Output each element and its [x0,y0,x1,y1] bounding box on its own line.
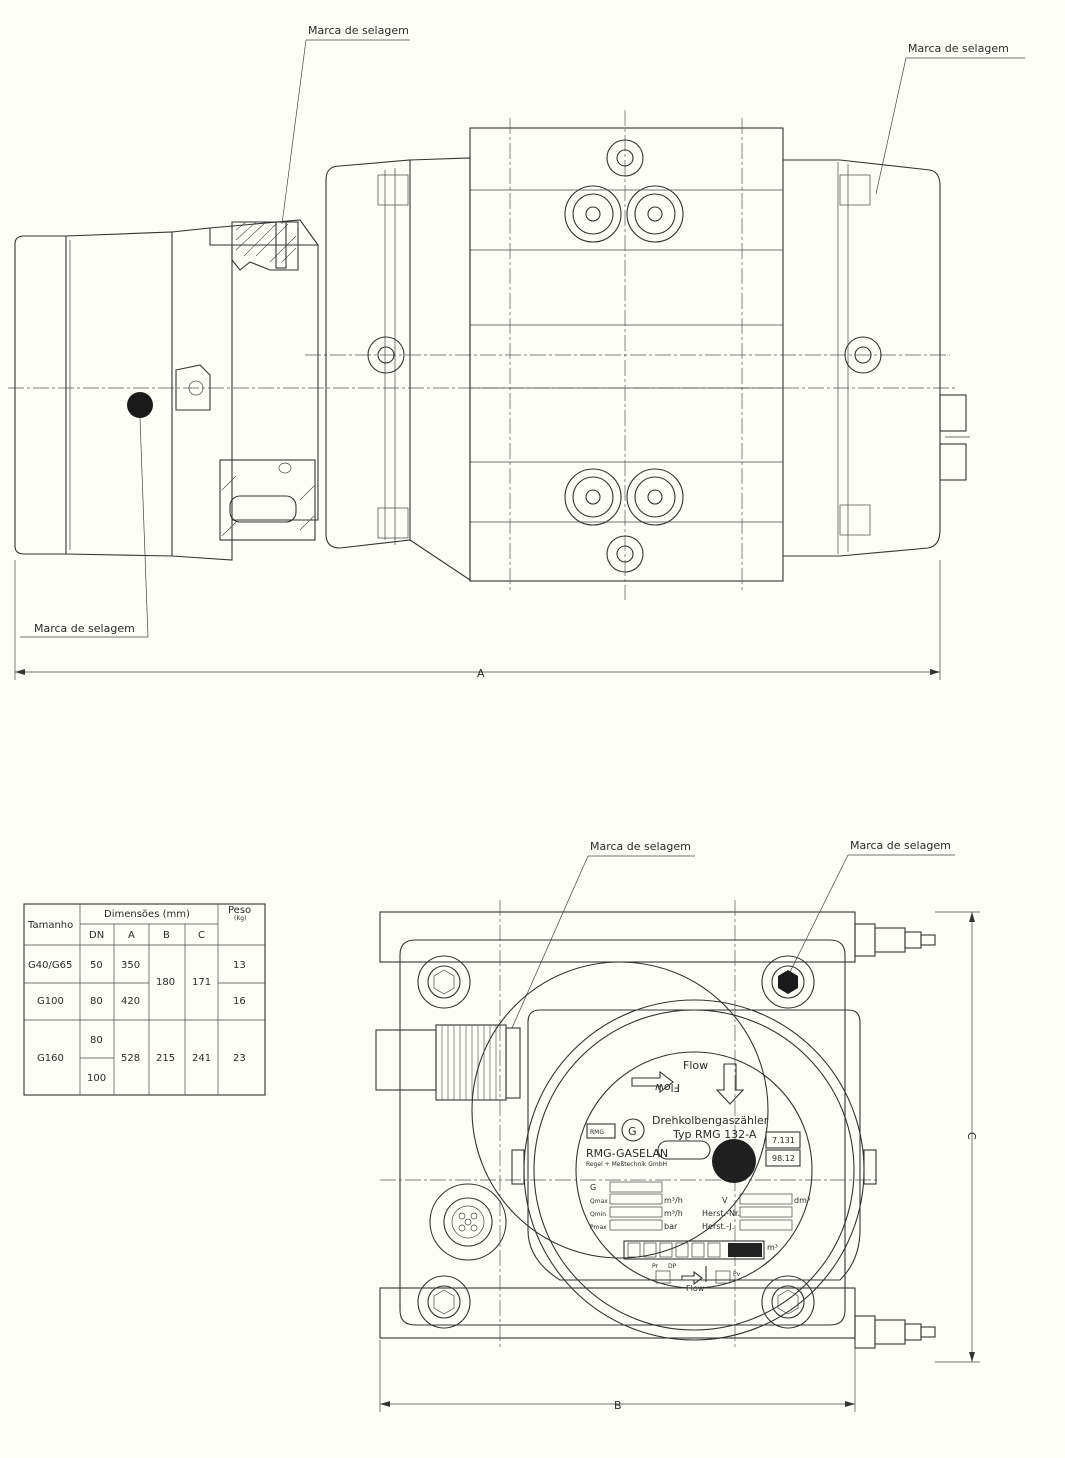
pv-port [715,1270,731,1284]
front-bolts [417,955,815,1329]
dial-code-2: 98.12 [772,1154,795,1163]
row1-a: 350 [121,960,140,971]
qmin-unit: m³/h [664,1209,683,1218]
row2-size: G100 [37,996,64,1007]
v-unit: dm³ [794,1196,810,1205]
dial-face [575,1051,813,1289]
flow-arrow-right [631,1070,674,1094]
row3-c: 241 [192,1053,211,1064]
seal-mark-label-1: Marca de selagem [308,24,409,37]
shared-c: 171 [192,977,211,988]
dial-maker: RMG-GASELAN [586,1147,668,1160]
rmg-logo-text: RMG [590,1129,604,1136]
odometer: m³ [623,1240,778,1260]
row1-weight: 13 [233,960,246,971]
qmax-unit: m³/h [664,1196,683,1205]
dial-outer-ring [523,999,865,1341]
pmax-label: Pmax [590,1224,607,1231]
seal-mark-label-2: Marca de selagem [908,42,1009,55]
row2-dn: 80 [90,996,103,1007]
row3-a: 528 [121,1053,140,1064]
pr-port [655,1270,671,1284]
qmin-label: Qmin [590,1211,606,1218]
dial-flow-mirrored: Flow [655,1081,680,1094]
bottom-flange [379,1287,856,1339]
shared-b: 180 [156,977,175,988]
col-a: A [128,930,135,941]
seal-mark-label-5: Marca de selagem [850,839,951,852]
front-housing [399,939,846,1326]
hatched-section [231,221,299,271]
seal-lug [175,364,211,411]
dial-center-knob [712,1139,756,1183]
flow-arrow-small [681,1270,703,1286]
g-label: G [590,1183,596,1192]
v-label: V [722,1196,728,1205]
pr-label: Pr [652,1263,659,1270]
rmg-logo [586,1123,616,1139]
dimension-b-label: B [614,1399,622,1412]
row2-a: 420 [121,996,140,1007]
col-dn: DN [89,930,104,941]
meter-housing [469,127,784,582]
flow-arrow-down [715,1063,745,1105]
header-dimensions: Dimensões (mm) [104,909,190,920]
dial-window [657,1140,711,1160]
seal-mark-label-4: Marca de selagem [590,840,691,853]
dimension-c-label: C [965,1132,978,1140]
col-b: B [163,930,170,941]
right-end-cap [783,159,941,557]
index-cover [14,235,67,555]
row3-weight: 23 [233,1053,246,1064]
pulse-connector [429,1183,507,1261]
dial-code-1: 7.131 [772,1136,795,1145]
g-logo [621,1118,645,1142]
rotor-housing-circle [471,961,769,1259]
header-weight: Peso [228,905,251,916]
row3-dn2: 100 [87,1073,106,1084]
row3-size: G160 [37,1053,64,1064]
dial-title: Drehkolbengaszähler [652,1114,769,1127]
bolt-group [367,139,882,573]
front-view: Flow Flow Drehkolbengaszähler Typ RMG 13… [375,839,980,1412]
g-logo-text: G [628,1125,637,1138]
dial-type: Typ RMG 132-A [672,1128,757,1141]
row1-size: G40/G65 [28,960,72,971]
dimension-a-label: A [477,667,485,680]
dial-maker-sub: Regel + Meßtechnik GmbH [586,1161,667,1168]
seal-screw-left [511,1149,525,1185]
seal-mark-label-3: Marca de selagem [34,622,135,635]
qmax-label: Qmax [590,1198,608,1205]
dial-flow-top: Flow [683,1059,708,1072]
row2-weight: 16 [233,996,246,1007]
knurled-knob [375,1024,521,1101]
herst-j-label: Herst.-J. [702,1222,734,1231]
col-c: C [198,930,205,941]
dial-flow-bottom: Flow [686,1284,705,1293]
seal-mark-dot [127,392,153,418]
seal-screw-right [863,1149,877,1185]
index-head [527,1009,861,1281]
pmax-unit: bar [664,1222,678,1231]
top-flange [379,911,856,963]
row3-b: 215 [156,1053,175,1064]
dp-label: DP [668,1263,677,1270]
counter-unit: m³ [767,1243,778,1252]
herst-nr-label: Herst.-Nr. [702,1209,740,1218]
pv-label: Pv [733,1271,741,1278]
side-view: Marca de selagem Marca de selagem Marca … [8,24,1025,680]
row1-dn: 50 [90,960,103,971]
dimension-table: Tamanho Dimensões (mm) Peso (Kg) DN A B … [23,903,266,1096]
header-weight-unit: (Kg) [234,915,246,922]
row3-dn1: 80 [90,1035,103,1046]
pressure-fittings [854,923,936,1349]
header-size: Tamanho [27,920,73,931]
